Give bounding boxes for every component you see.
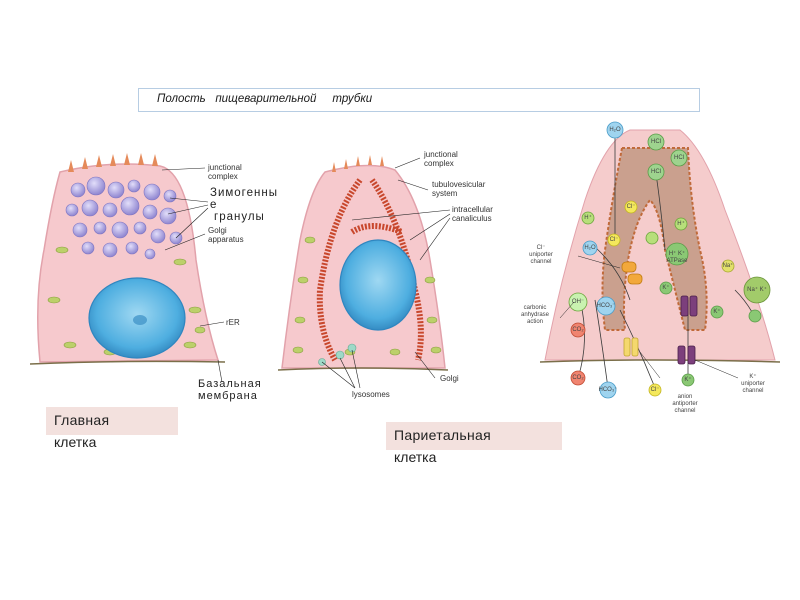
ion-h-a: H⁺	[584, 215, 592, 221]
cl-line1: Cl⁻	[536, 245, 546, 251]
k-uniporter	[677, 345, 696, 365]
ion-cl-c: Cl⁻	[650, 387, 660, 393]
ion-h2o-mid: H₂O	[584, 245, 596, 251]
ion-nak: Na⁺ K⁺	[747, 287, 767, 293]
parietal-junctional-line1: junctional	[424, 150, 458, 159]
parietal-junctional-line2: complex	[424, 159, 454, 168]
canal-line1: intracellular	[452, 205, 493, 214]
ion-k-c: K⁺	[713, 309, 721, 315]
k-uniporter-label: K⁺ uniporter channel	[728, 374, 778, 395]
chief-microvilli	[68, 153, 158, 172]
zymogen-line1: Зимогенны	[210, 187, 278, 199]
basal-line2: мембрана	[198, 390, 258, 402]
parietal-nucleus	[339, 239, 417, 331]
canal-line2: canaliculus	[452, 214, 492, 223]
rer-label: rER	[226, 318, 240, 327]
anion-antiporter	[623, 337, 639, 357]
k-line2: uniporter	[741, 381, 765, 387]
ion-hcl-b: HCl	[674, 155, 684, 161]
k-line3: channel	[742, 388, 764, 394]
cl-uniporter-label: Cl⁻ uniporter channel	[516, 245, 566, 266]
ion-k-a: K⁺	[684, 377, 692, 383]
basal-line1: Базальная	[198, 378, 262, 390]
cl-line2: uniporter	[529, 252, 553, 258]
anion-line1: anion	[677, 394, 693, 400]
tubulovesicular-label: tubulovesicular system	[432, 180, 485, 198]
chief-cell-art	[29, 153, 226, 383]
ion-hcl-a: HCl	[651, 139, 661, 145]
chief-cell-name: Главная	[46, 407, 178, 435]
chief-name-line1: Главная	[54, 412, 110, 428]
parietal-cell-name: Париетальная	[386, 422, 562, 450]
chief-golgi-line1: Golgi	[208, 226, 227, 235]
zymogen-granules-label: Зимогенны е гранулы	[210, 187, 278, 223]
lysosomes-label: lysosomes	[352, 390, 390, 399]
ion-hk-atpase: H⁺ K⁺ ATPase	[666, 251, 688, 264]
ion-hco3-a: HCO₃⁻	[596, 303, 616, 309]
ion-cl-b: Cl⁻	[609, 237, 619, 243]
anion-antiporter-label: anion antiporter channel	[660, 394, 710, 415]
ion-hcl-c: HCl	[651, 169, 661, 175]
ion-k-b: K⁺	[662, 285, 670, 291]
ca-line1: carbonic	[523, 305, 547, 311]
parietal-name-line2: клетка	[394, 449, 437, 465]
k-line1: K⁺	[749, 374, 757, 380]
parietal-cell-art-right	[539, 121, 781, 399]
zymogen-line3: гранулы	[214, 211, 265, 223]
cl-channel	[621, 261, 643, 285]
zymogen-granules	[65, 176, 183, 260]
lumen-title-box: Полость пищеварительной трубки	[138, 88, 700, 112]
basal-membrane-label: Базальная мембрана	[198, 378, 262, 402]
chief-junctional-line2: complex	[208, 172, 238, 181]
chief-golgi-label: Golgi apparatus	[208, 226, 244, 244]
hk-atpase-channel	[680, 295, 698, 317]
chief-junctional-label: junctional complex	[208, 163, 242, 181]
canaliculus-label: intracellular canaliculus	[452, 205, 493, 223]
parietal-cell-art-middle	[277, 155, 451, 389]
ca-line3: action	[526, 319, 543, 325]
anion-line3: channel	[674, 408, 696, 414]
tubulo-line2: system	[432, 189, 458, 198]
parietal-golgi-label: Golgi	[440, 374, 459, 383]
intracellular-canaliculus	[316, 178, 424, 362]
lumen-title: Полость пищеварительной трубки	[157, 93, 373, 105]
chief-golgi-line2: apparatus	[208, 235, 244, 244]
ion-oh: OH⁻	[571, 299, 585, 305]
ion-h-b: H⁺	[677, 221, 685, 227]
ion-co2-b: CO₂	[572, 375, 584, 381]
anion-line2: antiporter	[672, 401, 698, 407]
ca-line2: anhydrase	[520, 312, 550, 318]
zymogen-line2: е	[210, 199, 218, 211]
cl-line3: channel	[530, 259, 552, 265]
ion-co2-a: CO₂	[572, 327, 584, 333]
chief-junctional-line1: junctional	[208, 163, 242, 172]
tubulo-line1: tubulovesicular	[432, 180, 486, 189]
ion-cl-a: Cl⁻	[626, 204, 636, 210]
ion-na: Na⁺	[722, 263, 734, 269]
canaliculus-right	[601, 147, 708, 331]
parietal-name-line1: Париетальная	[394, 427, 491, 443]
parietal-junctional-label: junctional complex	[424, 150, 458, 168]
ion-h2o-top: H₂O	[609, 127, 621, 133]
carbonic-anhydrase-label: carbonic anhydrase action	[510, 305, 560, 326]
ion-hco3-b: HCO₃⁻	[598, 387, 618, 393]
chief-name-line2: клетка	[54, 434, 97, 450]
